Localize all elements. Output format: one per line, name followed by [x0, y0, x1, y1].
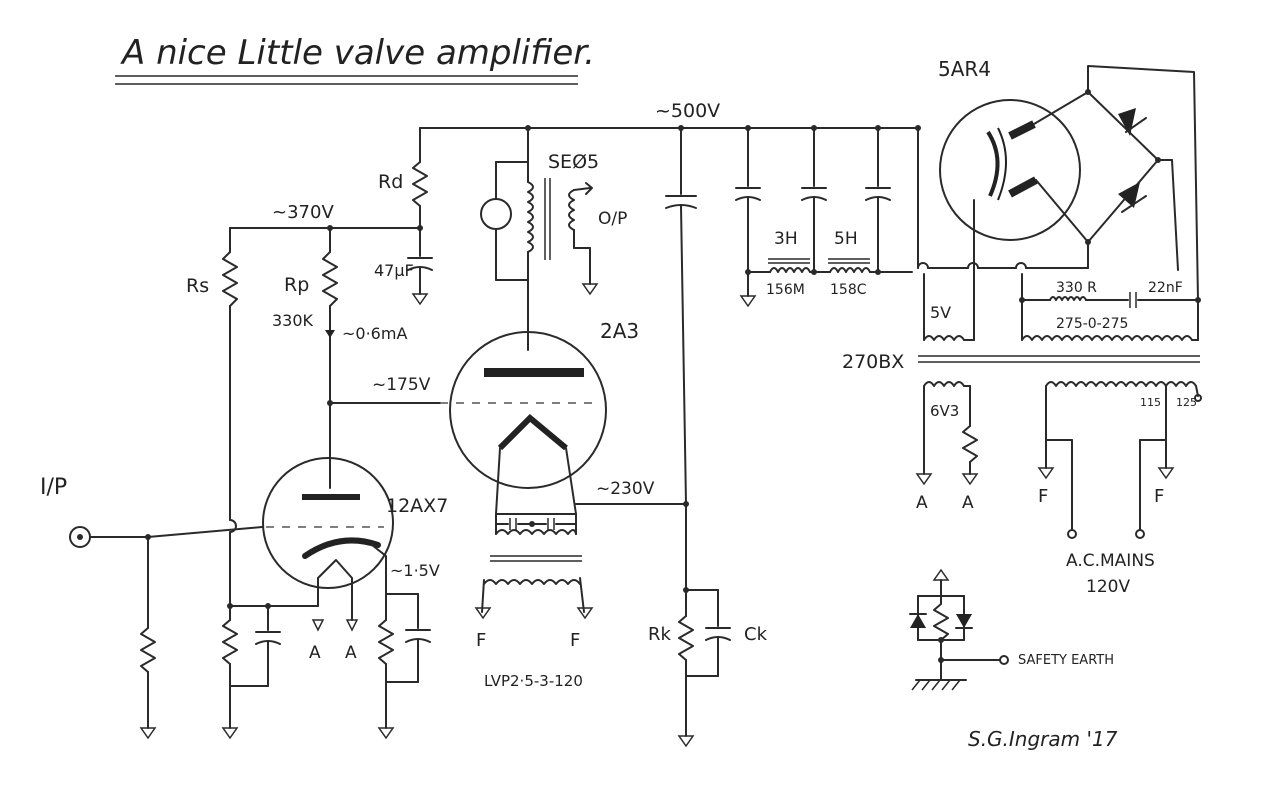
- tube-12ax7: 12AX7 A A: [262, 457, 448, 663]
- label-500v: ~500V: [655, 100, 720, 122]
- diode-bridge: [1085, 65, 1199, 301]
- input-jack: I/P: [40, 475, 263, 548]
- label-lvp: LVP2·5-3-120: [484, 672, 583, 690]
- label-270bx: 270BX: [842, 351, 904, 373]
- label-rp: Rp: [284, 274, 309, 296]
- heater-f-2a3-2: F: [570, 630, 580, 651]
- label-1v5: ~1·5V: [390, 561, 440, 580]
- label-output: O/P: [598, 209, 627, 229]
- cathode-2a3: ~230V Rk Ck: [575, 479, 768, 748]
- label-input: I/P: [40, 475, 67, 500]
- label-se05: SEØ5: [548, 151, 599, 173]
- rc-rs-bypass: [221, 603, 319, 740]
- label-5ar4: 5AR4: [938, 57, 991, 81]
- label-tap-115: 115: [1140, 396, 1161, 409]
- power-transformer: 270BX 6V3 A A 115 125 F F A.C.MAINS 1: [842, 351, 1202, 597]
- hv-rail: ~500V: [419, 100, 921, 131]
- label-mains: A.C.MAINS: [1066, 551, 1155, 571]
- label-rs: Rs: [186, 275, 209, 297]
- node-175v: ~175V: [327, 375, 441, 406]
- safety-earth: SAFETY EARTH: [909, 568, 1114, 691]
- heater-a-12ax7-2: A: [345, 643, 357, 663]
- label-275: 275-0-275: [1056, 316, 1128, 332]
- signature: S.G.Ingram '17: [968, 727, 1118, 751]
- tube-5ar4: 5AR4: [938, 57, 1089, 243]
- label-snub-r: 330 R: [1056, 280, 1097, 296]
- label-rp-value: 330K: [272, 311, 314, 330]
- label-rk: Rk: [648, 624, 672, 645]
- label-175v: ~175V: [372, 375, 431, 395]
- filament-network: F F LVP2·5-3-120: [474, 513, 594, 690]
- heater-a-psu-1: A: [916, 493, 928, 513]
- resistor-rd: Rd: [378, 127, 428, 229]
- heater-a-12ax7-1: A: [309, 643, 321, 663]
- heater-f-psu-1: F: [1038, 486, 1048, 507]
- label-47uf: 47μF: [374, 261, 414, 280]
- rectifier-filament: 5V: [917, 127, 1089, 341]
- rc-cathode-12ax7: ~1·5V: [371, 544, 440, 740]
- label-12ax7: 12AX7: [386, 495, 448, 517]
- label-230v: ~230V: [596, 479, 655, 499]
- resistor-rs: Rs: [186, 227, 238, 607]
- label-choke2: 5H: [834, 229, 858, 249]
- label-choke2-code: 158C: [830, 282, 867, 298]
- label-ck: Ck: [744, 624, 768, 645]
- label-rd: Rd: [378, 171, 403, 193]
- label-6v3: 6V3: [930, 402, 959, 420]
- label-370v: ~370V: [272, 202, 334, 223]
- label-choke1-code: 156M: [766, 282, 805, 298]
- label-tap-125: 125: [1176, 396, 1197, 409]
- label-current: ~0·6mA: [342, 324, 407, 343]
- rail-370v: ~370V: [229, 202, 423, 231]
- heater-a-psu-2: A: [962, 493, 974, 513]
- hv-winding: 330 R 22nF 275-0-275: [1019, 273, 1201, 341]
- label-2a3: 2A3: [600, 319, 639, 343]
- label-5v: 5V: [930, 303, 951, 322]
- tube-2a3: 2A3: [440, 319, 639, 515]
- label-mains-v: 120V: [1086, 577, 1130, 597]
- capacitor-hv-coupling: [665, 127, 697, 505]
- heater-f-2a3-1: F: [476, 630, 486, 651]
- label-snub-c: 22nF: [1148, 280, 1183, 296]
- capacitor-47uf: 47μF: [374, 227, 433, 306]
- output-transformer: SEØ5 O/P: [480, 127, 627, 351]
- label-safety-earth: SAFETY EARTH: [1018, 653, 1114, 668]
- diagram-title: A nice Little valve amplifier.: [120, 33, 595, 73]
- resistor-grid: [139, 536, 157, 740]
- psu-filter: 3H 156M 5H 158C: [735, 127, 913, 308]
- heater-f-psu-2: F: [1154, 486, 1164, 507]
- label-choke1: 3H: [774, 229, 798, 249]
